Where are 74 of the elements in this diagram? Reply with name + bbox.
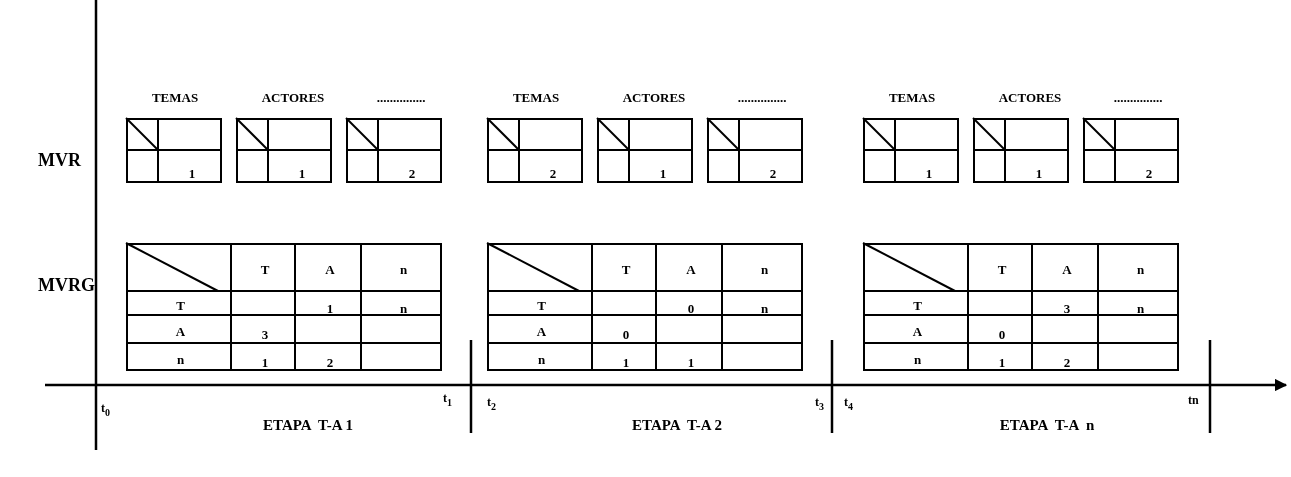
matrix-grid — [487, 118, 583, 183]
cell-text: 1 — [326, 300, 334, 316]
cell-text: T — [537, 297, 546, 313]
cell-text: T — [176, 297, 185, 313]
cell-text: n — [913, 351, 922, 367]
cell-text: A — [1062, 261, 1072, 277]
cell-text: n — [1136, 261, 1145, 277]
cell-text: n — [760, 300, 769, 316]
cell-text: n — [537, 351, 546, 367]
cell-text: 3 — [261, 326, 269, 342]
cell-text: 0 — [998, 326, 1006, 342]
cell-text: 1 — [188, 165, 196, 181]
cell-text: 3 — [1063, 300, 1071, 316]
column-heading: ACTORES — [998, 90, 1062, 104]
ellipsis-text: ............... — [376, 90, 426, 104]
cell-text: 2 — [1145, 165, 1153, 181]
cell-text: 0 — [622, 326, 630, 342]
cell-text: 2 — [1063, 354, 1071, 370]
time-mark: t$_{0}$ — [101, 402, 110, 418]
matrix-table — [863, 243, 1179, 371]
matrix-grid — [707, 118, 803, 183]
cell-text: A — [175, 323, 186, 339]
cell-text: 1 — [925, 165, 933, 181]
matrix-grid — [863, 118, 959, 183]
matrix-table — [487, 243, 803, 371]
time-mark: t$_{3}$ — [815, 396, 824, 412]
column-heading: TEMAS — [151, 90, 199, 104]
cell-text: T — [997, 261, 1007, 277]
cell-text: 1 — [298, 165, 306, 181]
cell-text: A — [912, 323, 923, 339]
cell-text: n — [176, 351, 185, 367]
column-heading: ACTORES — [261, 90, 325, 104]
ellipsis-text: ............... — [1113, 90, 1163, 104]
row-heading: MVR — [38, 151, 81, 169]
cell-text: 2 — [769, 165, 777, 181]
cell-text: A — [325, 261, 335, 277]
time-mark: t$_{4}$ — [844, 396, 853, 412]
cell-text: 1 — [1035, 165, 1043, 181]
cell-text: T — [260, 261, 270, 277]
matrix-table — [126, 243, 442, 371]
cell-text: 2 — [326, 354, 334, 370]
cell-text: A — [536, 323, 547, 339]
cell-text: n — [399, 300, 408, 316]
stage-label: ETAPA T-A 2 — [632, 417, 722, 433]
cell-text: T — [621, 261, 631, 277]
column-heading: ACTORES — [622, 90, 686, 104]
cell-text: 0 — [687, 300, 695, 316]
cell-text: 1 — [261, 354, 269, 370]
cell-text: 1 — [998, 354, 1006, 370]
time-mark: t$_{1}$ — [443, 392, 452, 408]
matrix-grid — [126, 118, 222, 183]
stage-label: ETAPA T-A n — [999, 417, 1095, 433]
matrix-grid — [597, 118, 693, 183]
matrix-grid — [236, 118, 332, 183]
time-mark: t$_{2}$ — [487, 396, 496, 412]
row-heading: MVRG — [38, 276, 95, 294]
matrix-grid — [973, 118, 1069, 183]
cell-text: 1 — [687, 354, 695, 370]
cell-text: 1 — [659, 165, 667, 181]
column-heading: TEMAS — [888, 90, 936, 104]
column-heading: TEMAS — [512, 90, 560, 104]
cell-text: n — [760, 261, 769, 277]
cell-text: 2 — [549, 165, 557, 181]
cell-text: 1 — [622, 354, 630, 370]
cell-text: n — [1136, 300, 1145, 316]
cell-text: A — [686, 261, 696, 277]
matrix-grid — [1083, 118, 1179, 183]
matrix-grid — [346, 118, 442, 183]
time-mark: tn — [1188, 394, 1199, 406]
cell-text: n — [399, 261, 408, 277]
ellipsis-text: ............... — [737, 90, 787, 104]
stage-label: ETAPA T-A 1 — [263, 417, 353, 433]
cell-text: 2 — [408, 165, 416, 181]
cell-text: T — [913, 297, 922, 313]
